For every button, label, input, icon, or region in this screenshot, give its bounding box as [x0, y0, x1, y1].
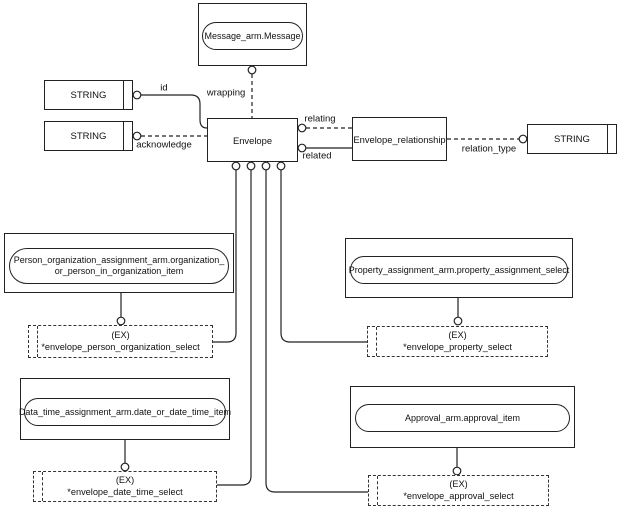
ref-person-organization-item: Person_organization_assignment_arm.organ…	[4, 233, 234, 293]
select-type-envelope-date-time-select: (EX) *envelope_date_time_select	[33, 471, 217, 502]
ref-message-label: Message_arm.Message	[204, 30, 301, 41]
edge-date-time-select-line	[217, 170, 252, 486]
select-type-envelope-property-select-label: *envelope_property_select	[403, 341, 512, 352]
ref-approval-item: Approval_arm.approval_item	[350, 386, 575, 448]
ref-person-organization-item-stadium: Person_organization_assignment_arm.organ…	[9, 248, 229, 284]
open-circle-envelope-4	[276, 161, 286, 171]
ref-approval-item-label: Approval_arm.approval_item	[404, 412, 521, 423]
ref-property-assignment-select-item-stadium: Property_assignment_arm.property_assignm…	[348, 256, 570, 284]
select-type-envelope-approval-select: (EX) *envelope_approval_select	[368, 475, 549, 506]
simple-type-divider	[123, 80, 124, 110]
open-circle-acknowledge	[132, 131, 142, 141]
open-circle-relating	[297, 123, 307, 133]
select-type-envelope-person-organization-select: (EX) *envelope_person_organization_selec…	[28, 325, 213, 358]
simple-type-string-id: STRING	[44, 80, 133, 110]
ref-person-organization-item-label-line2: or_person_in_organization_item	[54, 266, 184, 276]
entity-envelope: Envelope	[207, 118, 298, 162]
edge-label-relation-type: relation_type	[461, 143, 517, 155]
open-circle-relation-type	[518, 134, 528, 144]
ref-message: Message_arm.Message	[198, 3, 307, 66]
edge-approval-select-line	[265, 170, 368, 493]
open-circle-person-select	[116, 316, 126, 326]
open-circle-approval-select	[452, 466, 462, 476]
ref-message-stadium: Message_arm.Message	[202, 22, 303, 50]
select-type-divider	[42, 472, 43, 501]
open-circle-envelope-3	[261, 161, 271, 171]
edge-label-acknowledge: acknowledge	[136, 139, 192, 151]
ref-person-organization-item-label-line1: Person_organization_assignment_arm.organ…	[13, 255, 225, 265]
open-circle-related	[297, 143, 307, 153]
select-type-envelope-property-select: (EX) *envelope_property_select	[367, 326, 548, 357]
simple-type-divider	[123, 121, 124, 151]
select-extensible-tag: (EX)	[115, 475, 135, 485]
open-circle-id	[132, 90, 142, 100]
select-type-divider	[376, 327, 377, 356]
simple-type-string-relation-type-label: STRING	[554, 133, 590, 145]
edge-label-id: id	[160, 82, 168, 94]
open-circle-envelope-2	[246, 161, 256, 171]
entity-envelope-label: Envelope	[232, 134, 273, 146]
ref-date-time-item: Data_time_assignment_arm.date_or_date_ti…	[19, 378, 231, 440]
select-extensible-tag: (EX)	[448, 330, 467, 340]
edge-label-wrapping: wrapping	[206, 87, 246, 99]
ref-date-time-item-stadium: Data_time_assignment_arm.date_or_date_ti…	[19, 398, 231, 426]
open-circle-property-select	[453, 316, 463, 326]
open-circle-wrapping	[247, 65, 257, 75]
simple-type-string-id-label: STRING	[70, 89, 107, 101]
simple-type-string-relation-type: STRING	[527, 124, 617, 154]
ref-property-assignment-select-item: Property_assignment_arm.property_assignm…	[345, 238, 573, 298]
select-type-envelope-person-organization-select-label: *envelope_person_organization_select	[41, 341, 200, 352]
select-type-envelope-approval-select-label: *envelope_approval_select	[403, 490, 514, 501]
ref-approval-item-stadium: Approval_arm.approval_item	[355, 404, 570, 432]
edge-property-select-line	[280, 170, 367, 343]
simple-type-string-acknowledge: STRING	[44, 121, 133, 151]
edge-id-line	[141, 94, 208, 129]
select-type-divider	[377, 476, 378, 505]
ref-date-time-item-label: Data_time_assignment_arm.date_or_date_ti…	[18, 406, 232, 417]
entity-envelope-relationship-label: Envelope_relationship	[353, 133, 446, 145]
open-circle-envelope-1	[231, 161, 241, 171]
edge-person-organization-select-line	[213, 170, 237, 343]
open-circle-date-select	[120, 462, 130, 472]
simple-type-string-acknowledge-label: STRING	[70, 130, 107, 142]
ref-property-assignment-select-item-label: Property_assignment_arm.property_assignm…	[348, 264, 570, 275]
select-type-divider	[37, 326, 38, 357]
entity-envelope-relationship: Envelope_relationship	[352, 117, 447, 161]
edge-label-relating: relating	[304, 113, 336, 125]
select-extensible-tag: (EX)	[111, 330, 130, 340]
simple-type-divider	[607, 124, 608, 154]
select-extensible-tag: (EX)	[449, 479, 468, 489]
edge-label-related: related	[302, 150, 332, 162]
select-type-envelope-date-time-select-label: *envelope_date_time_select	[67, 486, 183, 497]
